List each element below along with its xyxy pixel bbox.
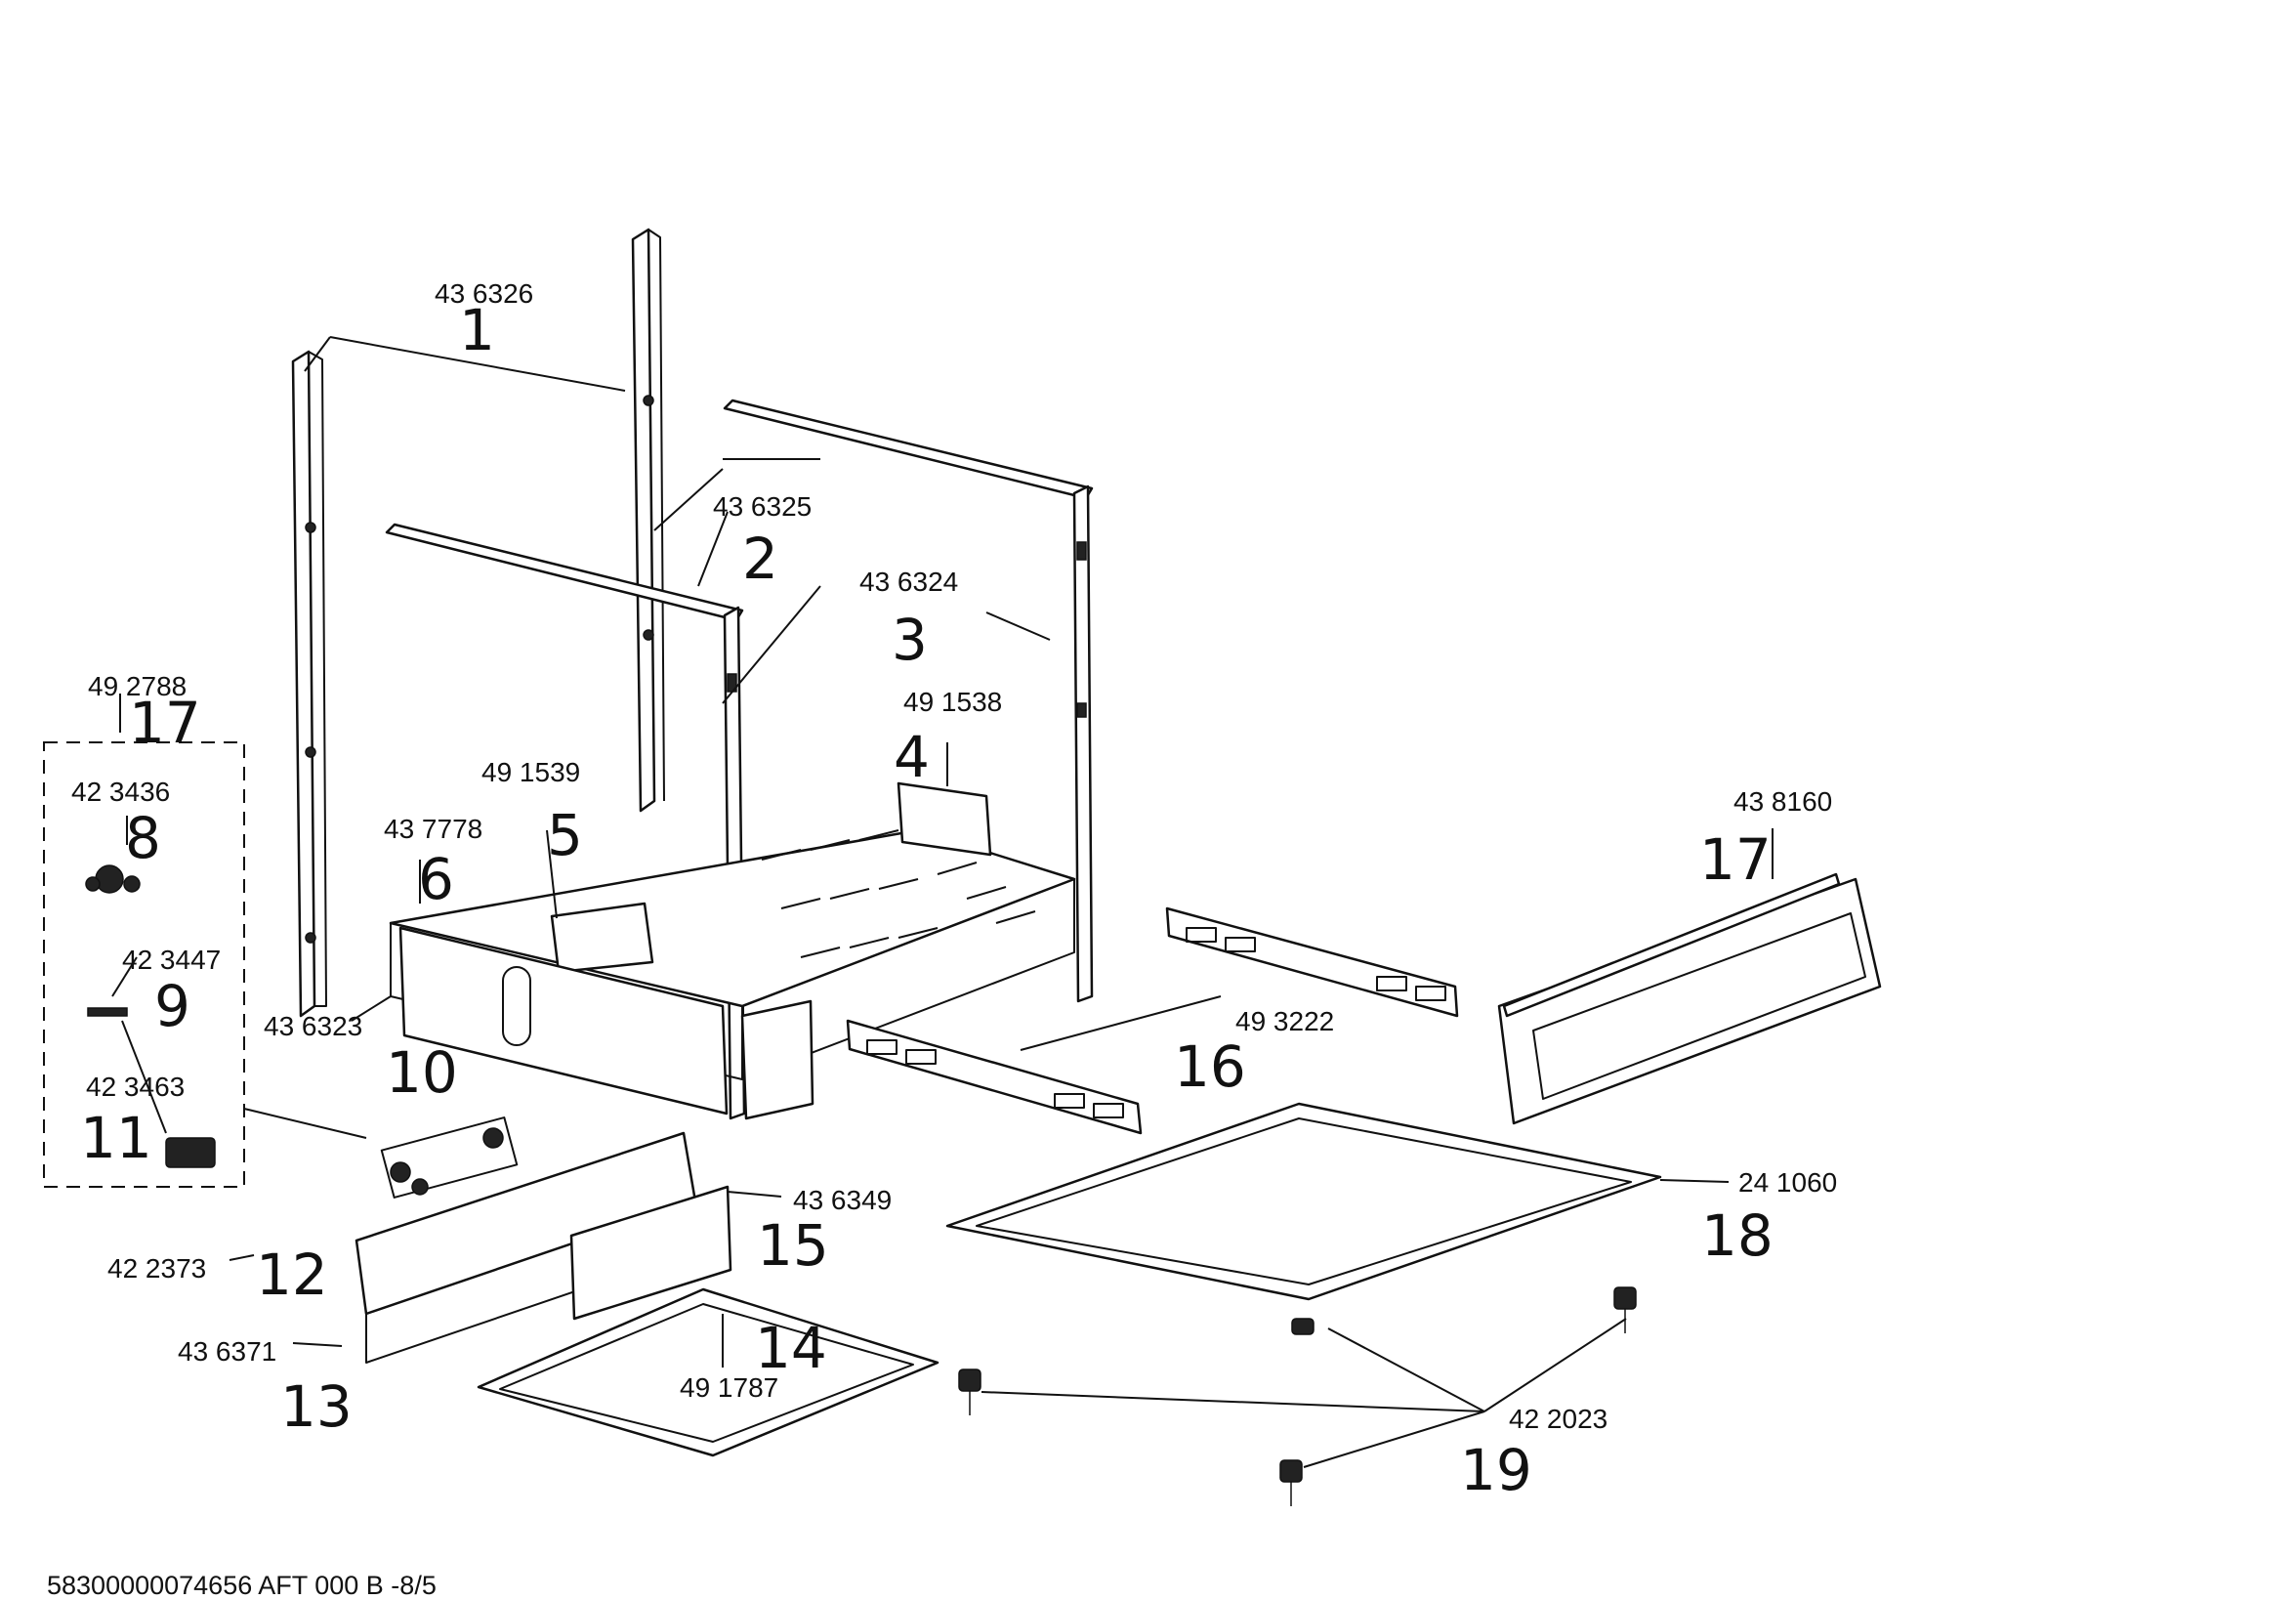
- back-panel-17: [1497, 872, 1882, 1125]
- part-numbers: 43 6326 43 6325 43 6324 49 1538 49 1539 …: [71, 278, 1837, 1434]
- slide-rails-16: [846, 906, 1459, 1135]
- part-number-7: 49 2788: [88, 671, 187, 701]
- document-reference: 58300000074656 AFT 000 B -8/5: [47, 1571, 437, 1600]
- part-number-4: 49 1538: [903, 687, 1002, 717]
- part-number-3: 43 6324: [859, 567, 958, 597]
- item-number-4: 4: [894, 724, 930, 790]
- item-number-10: 10: [386, 1039, 458, 1106]
- part-number-19: 42 2023: [1509, 1404, 1607, 1434]
- part-number-10: 43 6323: [264, 1011, 362, 1041]
- item-number-2: 2: [742, 526, 778, 592]
- base-frame-18: [945, 1102, 1662, 1301]
- part-number-1: 43 6326: [435, 278, 533, 309]
- base-pan: [389, 781, 1076, 1120]
- item-number-9: 9: [154, 973, 190, 1039]
- item-number-11: 11: [80, 1105, 152, 1171]
- part-number-8: 42 3436: [71, 777, 170, 807]
- burner-valve-bracket: [355, 1116, 697, 1364]
- item-number-7: 17: [129, 690, 201, 756]
- frame-uprights: [291, 228, 665, 1018]
- item-number-19: 19: [1460, 1437, 1532, 1503]
- leader-lines: [111, 336, 1774, 1468]
- valve-kit-box: [43, 741, 245, 1188]
- item-number-15: 15: [757, 1212, 829, 1279]
- part-number-17: 43 8160: [1733, 786, 1832, 817]
- part-number-15: 43 6349: [793, 1185, 892, 1215]
- item-number-1: 1: [459, 297, 495, 363]
- item-numbers: 1 2 3 4 5 6 17 8 9 10 11 12 13 14 15 16 …: [80, 297, 1774, 1503]
- part-number-2: 43 6325: [713, 491, 812, 522]
- part-number-11: 42 3463: [86, 1072, 185, 1102]
- item-number-5: 5: [547, 802, 583, 868]
- item-number-17: 17: [1699, 826, 1772, 893]
- part-number-6: 43 7778: [384, 814, 482, 844]
- drawer-glass-14: [477, 1287, 939, 1457]
- item-number-6: 6: [418, 846, 454, 912]
- part-number-13: 43 6371: [178, 1336, 276, 1367]
- part-number-9: 42 3447: [122, 945, 221, 975]
- item-number-8: 8: [125, 805, 161, 871]
- part-number-12: 42 2373: [107, 1253, 206, 1284]
- part-number-16: 49 3222: [1235, 1006, 1334, 1036]
- item-number-14: 14: [755, 1315, 827, 1381]
- item-number-16: 16: [1174, 1033, 1246, 1100]
- leveling-feet-19: [958, 1286, 1637, 1506]
- item-number-13: 13: [280, 1373, 353, 1440]
- side-cover-15: [569, 1185, 732, 1321]
- item-number-3: 3: [892, 607, 928, 673]
- part-number-18: 24 1060: [1738, 1167, 1837, 1198]
- item-number-18: 18: [1701, 1202, 1774, 1269]
- part-number-14: 49 1787: [680, 1372, 778, 1403]
- part-number-5: 49 1539: [481, 757, 580, 787]
- item-number-12: 12: [256, 1242, 328, 1308]
